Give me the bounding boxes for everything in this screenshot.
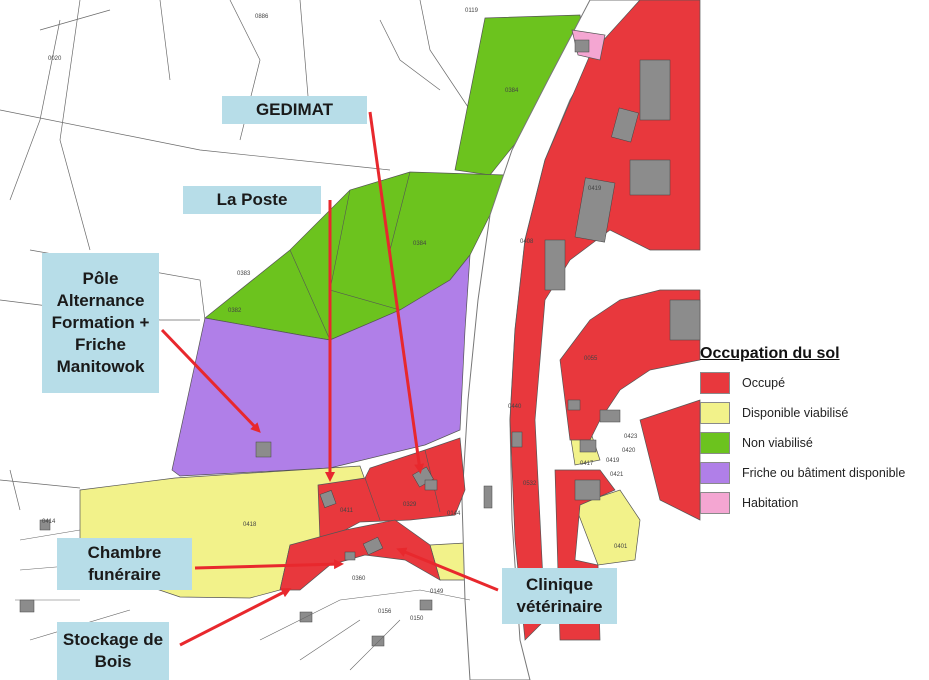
- parcel-label: 0440: [508, 404, 522, 410]
- legend-item-friche: Friche ou bâtiment disponible: [700, 461, 925, 485]
- parcel-label: 0382: [228, 308, 242, 314]
- parcel-label: 0055: [584, 356, 598, 362]
- arrow-chambre: [194, 559, 344, 570]
- arrow-clinique: [396, 547, 499, 592]
- zone-non-viabilise: [204, 14, 586, 341]
- legend-title: Occupation du sol: [700, 345, 840, 362]
- parcel-label: 0119: [465, 8, 479, 14]
- parcel-label: 0423: [624, 434, 638, 440]
- parcel-label: 0886: [255, 14, 269, 20]
- legend-item-occupe: Occupé: [700, 371, 925, 395]
- parcel-label: 0419: [606, 458, 620, 464]
- parcel-label: 0419: [588, 186, 602, 192]
- parcel-labels: 0020 0886 0119 0384 0419 0384 0383 0382 0408 0440…: [42, 8, 638, 622]
- parcel-label: 0421: [610, 472, 624, 478]
- callout-gedimat: GEDIMAT: [222, 96, 367, 124]
- arrow-gedimat: [368, 111, 425, 474]
- callout-stockage: Stockage de Bois: [57, 622, 169, 680]
- cadastral-lines: [0, 0, 471, 511]
- callout-arrows: [160, 111, 499, 647]
- parcel-label: 0418: [243, 522, 257, 528]
- parcel-label: 0020: [48, 56, 62, 62]
- callout-la-poste: La Poste: [183, 186, 321, 214]
- parcel-label: 0360: [352, 576, 366, 582]
- legend-swatch: [700, 432, 730, 454]
- parcel-label: 0401: [614, 544, 628, 550]
- parcel-label: 0149: [430, 589, 444, 595]
- parcel-label: 0420: [622, 448, 636, 454]
- legend-label: Habitation: [742, 496, 799, 510]
- parcel-label: 0144: [447, 511, 461, 517]
- southwest-parcels: [15, 529, 471, 671]
- legend-item-habitation: Habitation: [700, 491, 925, 515]
- parcel-label: 0156: [378, 609, 392, 615]
- legend-item-non-viabilise: Non viabilisé: [700, 431, 925, 455]
- legend-swatch: [700, 402, 730, 424]
- parcel-label: 0411: [340, 508, 354, 514]
- parcel-label: 0532: [523, 481, 537, 487]
- legend-swatch: [700, 462, 730, 484]
- legend-swatch: [700, 492, 730, 514]
- callout-clinique: Clinique vétérinaire: [502, 568, 617, 624]
- legend-swatch: [700, 372, 730, 394]
- arrow-stockage: [179, 588, 292, 647]
- legend-label: Occupé: [742, 376, 786, 390]
- parcel-label: 0329: [403, 502, 417, 508]
- map-legend: Occupation du sol Occupé Disponible viab…: [700, 345, 925, 521]
- parcel-label: 0150: [410, 616, 424, 622]
- legend-label: Non viabilisé: [742, 436, 813, 450]
- parcel-label: 0384: [413, 241, 427, 247]
- parcel-label: 0408: [520, 239, 534, 245]
- callout-chambre: Chambre funéraire: [57, 538, 192, 590]
- buildings: [19, 39, 701, 647]
- arrow-pole: [160, 328, 261, 433]
- parcel-label: 0384: [505, 88, 519, 94]
- parcel-label: 0417: [580, 461, 594, 467]
- legend-item-disponible: Disponible viabilisé: [700, 401, 925, 425]
- zone-occupe-ouest: [279, 437, 466, 591]
- callout-pole: Pôle Alternance Formation + Friche Manit…: [42, 253, 159, 393]
- legend-label: Friche ou bâtiment disponible: [742, 466, 906, 480]
- parcel-label: 0383: [237, 271, 251, 277]
- legend-label: Disponible viabilisé: [742, 406, 849, 420]
- main-road: [461, 0, 641, 680]
- parcel-label: 0414: [42, 519, 56, 525]
